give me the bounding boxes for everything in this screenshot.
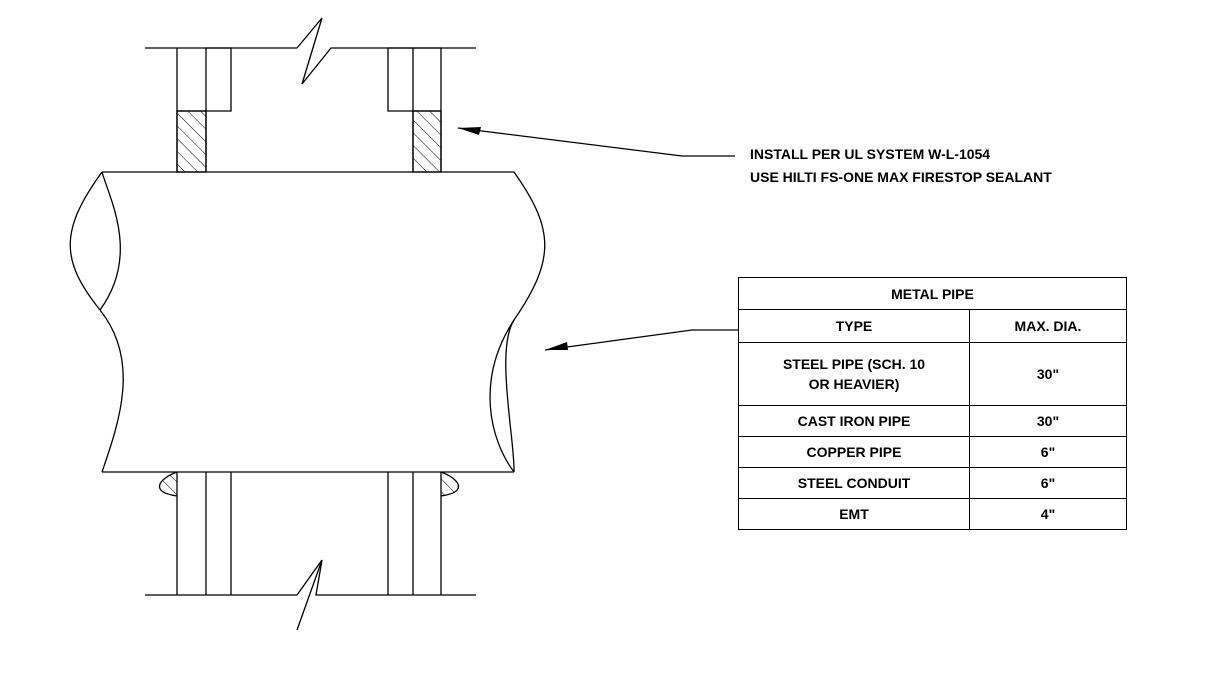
sealant-note: USE HILTI FS-ONE MAX FIRESTOP SEALANT xyxy=(750,169,1052,185)
table-row: STEEL CONDUIT 6" xyxy=(738,467,1127,499)
metal-pipe xyxy=(69,171,546,473)
metal-pipe-table: METAL PIPE TYPE MAX. DIA. STEEL PIPE (SC… xyxy=(738,277,1127,530)
table-title: METAL PIPE xyxy=(738,277,1127,310)
type-cell: STEEL CONDUIT xyxy=(738,467,970,499)
install-note: INSTALL PER UL SYSTEM W-L-1054 xyxy=(750,146,991,162)
sealant-leader xyxy=(457,127,735,157)
pipe-leader xyxy=(544,329,738,351)
sealant-leader-arrowhead xyxy=(458,127,481,135)
type-cell: CAST IRON PIPE xyxy=(738,405,970,437)
max-dia-cell: 6" xyxy=(969,467,1127,499)
table-row: STEEL PIPE (SCH. 10 OR HEAVIER) 30" xyxy=(738,342,1127,406)
top-sealant-right xyxy=(412,110,442,173)
bottom-wall-section xyxy=(145,472,476,631)
top-wall-section xyxy=(145,17,476,172)
pipe-leader-arrowhead xyxy=(545,342,568,350)
bottom-sealant-left xyxy=(158,471,178,497)
type-line-2: OR HEAVIER) xyxy=(808,376,900,392)
table-row: CAST IRON PIPE 30" xyxy=(738,405,1127,437)
type-line-1: STEEL PIPE (SCH. 10 xyxy=(782,356,926,372)
max-dia-cell: 6" xyxy=(969,436,1127,468)
top-sealant-left xyxy=(176,110,207,173)
type-cell: EMT xyxy=(738,498,970,530)
table-row: COPPER PIPE 6" xyxy=(738,436,1127,468)
bottom-sealant-right xyxy=(440,471,460,497)
max-dia-cell: 30" xyxy=(969,342,1127,406)
type-cell: COPPER PIPE xyxy=(738,436,970,468)
table-row: EMT 4" xyxy=(738,498,1127,530)
header-type: TYPE xyxy=(738,309,970,343)
max-dia-cell: 4" xyxy=(969,498,1127,530)
max-dia-cell: 30" xyxy=(969,405,1127,437)
type-cell: STEEL PIPE (SCH. 10 OR HEAVIER) xyxy=(738,342,970,406)
header-max-dia: MAX. DIA. xyxy=(969,309,1127,343)
